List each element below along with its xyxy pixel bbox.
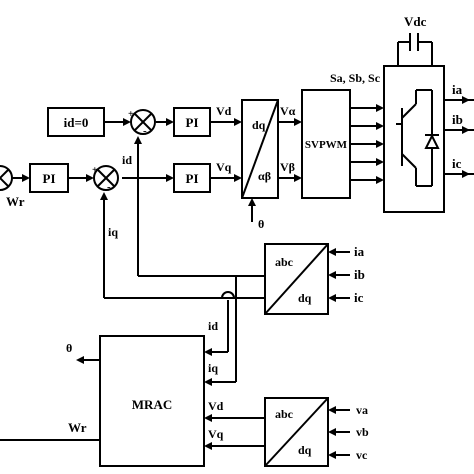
arrow-piq [166, 174, 174, 182]
label-vd: Vd [216, 104, 232, 118]
arrow-ia-in [328, 248, 336, 256]
abc-dq-voltage-divider [264, 397, 329, 467]
label-ia-in: ia [354, 244, 365, 259]
arrow-idref [123, 118, 131, 126]
label-theta-out: θ [66, 341, 72, 355]
arrow-vc [328, 451, 336, 459]
arrow-theta [248, 198, 256, 206]
sum-q-minus: - [107, 181, 111, 193]
arrow-valpha [294, 118, 302, 126]
label-valpha: Vα [280, 104, 296, 118]
arrow-ic-out [462, 170, 470, 178]
abc-dq-current-top: abc [275, 255, 294, 269]
arrow-vd [234, 118, 242, 126]
arrow-sw4 [376, 158, 384, 166]
arrow-sw1 [376, 104, 384, 112]
pi-speed-block [29, 163, 69, 193]
arrow-theta-out [76, 356, 84, 364]
label-ic-out: ic [452, 156, 462, 171]
arrow-sw2 [376, 122, 384, 130]
pi-speed-label: PI [43, 171, 56, 186]
sum-junction-q [93, 165, 119, 191]
sum-d-minus: - [143, 125, 147, 137]
label-va: va [356, 403, 368, 417]
arrow-sw5 [376, 176, 384, 184]
arrow-sumq [86, 174, 94, 182]
arrow-vd-mrac [204, 414, 212, 422]
dq-ab-top-label: dq [252, 118, 266, 132]
arrow-id-mrac [204, 378, 212, 386]
sum-q-plus: + [92, 165, 98, 176]
arrow-ib-in [328, 271, 336, 279]
abc-dq-voltage-bottom: dq [298, 443, 312, 457]
label-theta-in: θ [258, 217, 264, 231]
pi-d-block [173, 107, 211, 137]
id-ref-block [47, 107, 105, 137]
sum-junction-d [130, 109, 156, 135]
arrow-iq-mrac [204, 348, 212, 356]
dq-ab-divider [241, 99, 279, 199]
wire-hop [221, 291, 235, 299]
label-mrac-iq: iq [208, 361, 218, 375]
arrow-vb [328, 428, 336, 436]
arrow-va [328, 406, 336, 414]
mrac-block [99, 335, 205, 467]
arrow-vq [234, 174, 242, 182]
label-vdc: Vdc [404, 14, 427, 29]
abc-dq-current-divider [264, 243, 329, 315]
label-mrac-id: id [208, 319, 218, 333]
label-vbeta: Vβ [280, 160, 295, 174]
arrow-ib-out [462, 126, 470, 134]
label-id: id [122, 153, 132, 167]
label-mrac-wr: Wr [68, 420, 87, 435]
igbt-collector [401, 103, 417, 119]
arrow-id-sum [134, 136, 142, 144]
label-ic-in: ic [354, 290, 364, 305]
label-wr-in: Wr [6, 194, 25, 209]
abc-dq-voltage-top: abc [275, 407, 294, 421]
arrow-sw3 [376, 140, 384, 148]
label-vc: vc [356, 448, 368, 462]
pi-q-block [173, 163, 211, 193]
svpwm-block [301, 89, 351, 199]
arrow-vq-mrac [204, 442, 212, 450]
label-iq: iq [108, 225, 118, 239]
label-vq: Vq [216, 160, 232, 174]
diode-icon [424, 133, 440, 149]
sum-d-plus: + [128, 109, 134, 120]
arrow-iq-sum [100, 192, 108, 200]
pi-d-label: PI [186, 115, 199, 130]
id-ref-label: id=0 [64, 115, 89, 130]
arrow-ic-in [328, 294, 336, 302]
mrac-label: MRAC [132, 397, 172, 412]
label-mrac-vq: Vq [208, 427, 224, 441]
label-switches: Sa, Sb, Sc [330, 71, 381, 85]
arrow-ia-out [462, 96, 470, 104]
arrow-pispeed [22, 174, 30, 182]
pi-q-label: PI [186, 171, 199, 186]
arrow-vbeta [294, 174, 302, 182]
igbt-emitter [401, 153, 417, 169]
label-ib-in: ib [354, 267, 365, 282]
inverter-block [383, 65, 445, 213]
dq-ab-bottom-label: αβ [258, 169, 271, 183]
sum-junction-speed [0, 165, 13, 191]
label-ib-out: ib [452, 112, 463, 127]
arrow-pid [166, 118, 174, 126]
label-mrac-vd: Vd [208, 399, 224, 413]
label-vb: vb [356, 425, 369, 439]
label-ia-out: ia [452, 82, 463, 97]
svpwm-label: SVPWM [305, 139, 348, 151]
abc-dq-current-bottom: dq [298, 291, 312, 305]
